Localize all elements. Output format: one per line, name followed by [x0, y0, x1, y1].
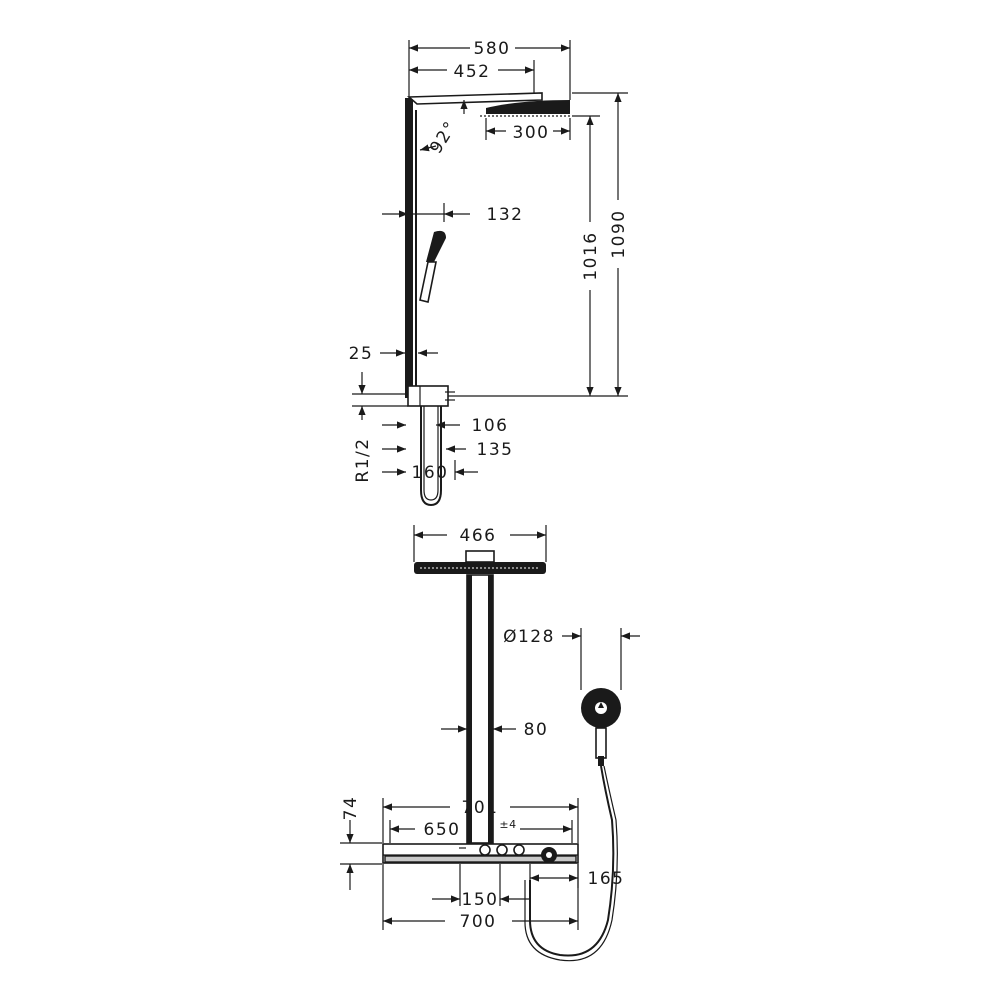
dim-92-label: 92°	[426, 117, 461, 157]
dim-135: 135	[382, 440, 514, 460]
dim-580-label: 580	[474, 39, 511, 59]
dim-106-label: 106	[472, 416, 509, 436]
dim-25: 25	[349, 344, 438, 364]
dim-r12: R1/2	[352, 372, 408, 483]
dim-132: 132	[382, 203, 524, 225]
dim-700-label: 700	[460, 912, 497, 932]
dim-650-label: 650	[424, 820, 461, 840]
dim-128-label: Ø128	[503, 627, 555, 647]
side-view: 580 452 92° 300	[349, 39, 629, 507]
dim-r12-label: R1/2	[353, 437, 373, 482]
dim-452-label: 452	[454, 62, 491, 82]
dim-1090: 1090	[609, 93, 629, 396]
dim-650: 650 ±4	[389, 818, 573, 843]
front-view: 466 80 Ø128	[340, 525, 640, 962]
dim-160-label: 160	[412, 463, 449, 483]
thermostat-shelf	[382, 843, 579, 864]
dim-650-tolerance: ±4	[499, 818, 516, 831]
dim-80-label: 80	[524, 720, 549, 740]
dim-132-label: 132	[487, 205, 524, 225]
dim-92deg: 92°	[419, 100, 468, 157]
dim-1016-label: 1016	[581, 231, 601, 280]
dim-1090-label: 1090	[609, 209, 629, 258]
dim-1016: 1016	[581, 116, 601, 396]
dim-466: 466	[413, 525, 547, 562]
dim-300-label: 300	[513, 123, 550, 143]
dim-466-label: 466	[460, 526, 497, 546]
hand-shower-side	[406, 230, 446, 305]
dim-580: 580	[409, 39, 570, 59]
dim-128: Ø128	[503, 627, 640, 690]
head-connector	[465, 550, 495, 563]
wall-riser	[405, 98, 413, 398]
dim-300: 300	[485, 118, 571, 143]
dim-165-label: 165	[588, 869, 625, 889]
dim-80: 80	[441, 720, 549, 740]
dim-452: 452	[409, 62, 534, 82]
dim-165: 165	[529, 864, 625, 889]
thermostat-side	[407, 385, 449, 407]
dim-135-label: 135	[477, 440, 514, 460]
dim-74: 74	[340, 796, 382, 890]
dim-150: 150	[432, 864, 530, 910]
dim-700: 700	[382, 864, 579, 932]
dim-701-label: 701	[462, 798, 499, 818]
dim-150-label: 150	[462, 890, 499, 910]
dim-160: 160	[382, 460, 478, 483]
overhead-shower	[486, 100, 570, 114]
dim-701: 701	[382, 798, 579, 843]
dim-74-label: 74	[341, 796, 361, 821]
shower-arm	[406, 92, 543, 105]
dim-106: 106	[382, 416, 509, 436]
dim-25-label: 25	[349, 344, 374, 364]
hand-shower-front	[524, 688, 621, 962]
